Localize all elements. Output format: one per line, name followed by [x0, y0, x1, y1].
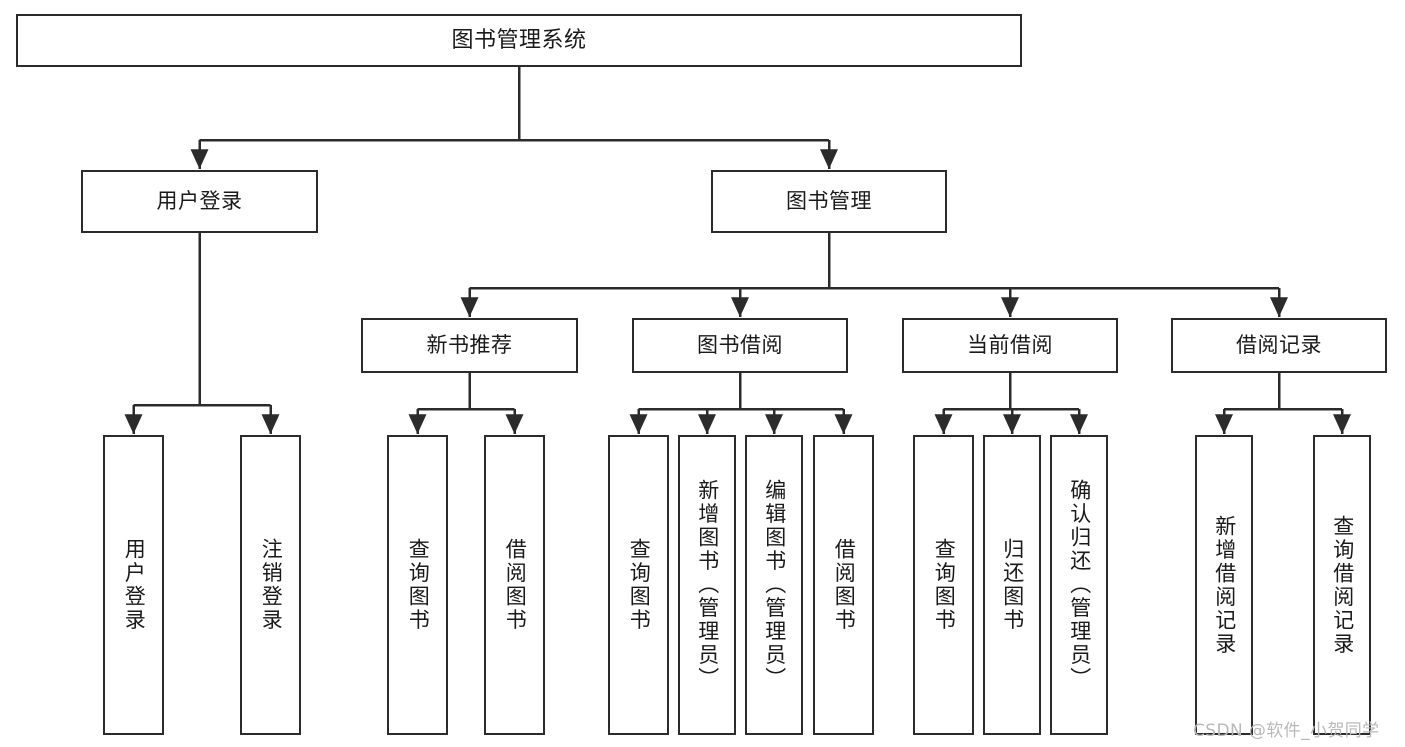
node-leaf12[interactable]: 新增借阅记录	[1195, 435, 1253, 735]
node-l2b[interactable]: 图书借阅	[632, 318, 848, 373]
node-label: 查询图书	[932, 538, 957, 632]
node-label: 新增借阅记录	[1212, 514, 1237, 656]
node-label: 借阅记录	[1236, 333, 1322, 358]
node-leaf08[interactable]: 借阅图书	[813, 435, 874, 735]
node-label: 图书借阅	[697, 333, 783, 358]
node-l1a[interactable]: 用户登录	[81, 170, 318, 233]
node-label: 图书管理系统	[451, 27, 587, 53]
node-label: 查询借阅记录	[1330, 514, 1355, 656]
node-leaf02[interactable]: 注销登录	[240, 435, 301, 735]
node-leaf04[interactable]: 借阅图书	[484, 435, 545, 735]
node-label: 图书管理	[786, 189, 872, 214]
node-label: 当前借阅	[967, 333, 1053, 358]
node-leaf11[interactable]: 确认归还（管理员）	[1050, 435, 1108, 735]
csdn-watermark: CSDN @软件_小贺同学	[1193, 721, 1380, 741]
node-root[interactable]: 图书管理系统	[16, 14, 1022, 67]
node-label: 查询图书	[627, 538, 652, 632]
node-leaf03[interactable]: 查询图书	[387, 435, 448, 735]
node-l2a[interactable]: 新书推荐	[361, 318, 578, 373]
node-label: 查询图书	[406, 538, 431, 632]
node-leaf13[interactable]: 查询借阅记录	[1313, 435, 1371, 735]
node-leaf01[interactable]: 用户登录	[103, 435, 164, 735]
node-label: 借阅图书	[503, 538, 528, 632]
node-leaf07[interactable]: 编辑图书（管理员）	[745, 435, 803, 735]
node-l1b[interactable]: 图书管理	[711, 170, 947, 233]
node-l2c[interactable]: 当前借阅	[902, 318, 1118, 373]
node-l2d[interactable]: 借阅记录	[1171, 318, 1387, 373]
node-label: 归还图书	[1000, 538, 1025, 632]
node-leaf10[interactable]: 归还图书	[983, 435, 1041, 735]
node-label: 新增图书（管理员）	[695, 479, 720, 691]
node-leaf06[interactable]: 新增图书（管理员）	[678, 435, 736, 735]
node-label: 注销登录	[259, 538, 284, 632]
node-label: 用户登录	[122, 538, 147, 632]
node-label: 新书推荐	[426, 333, 513, 358]
node-label: 借阅图书	[832, 538, 857, 632]
node-leaf09[interactable]: 查询图书	[913, 435, 974, 735]
node-label: 编辑图书（管理员）	[762, 479, 787, 691]
node-label: 用户登录	[156, 189, 243, 214]
node-label: 确认归还（管理员）	[1067, 479, 1092, 691]
node-leaf05[interactable]: 查询图书	[608, 435, 669, 735]
